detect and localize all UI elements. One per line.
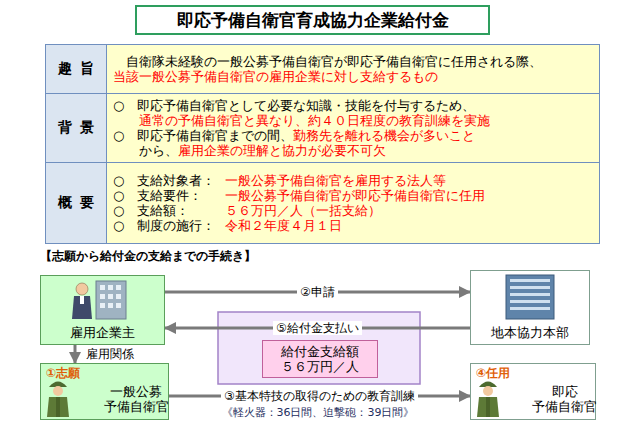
node-label: 一般公募 予備自衛官 xyxy=(104,384,169,414)
text-line: 通常の予備自衛官と異なり、約４０日程度の教育訓練を実施 xyxy=(113,113,593,128)
highlight-text: ５６万円／人（一括支給） xyxy=(225,203,381,218)
body-text: ○ 即応予備自衛官として必要な知識・技能を付与するため、 xyxy=(113,98,475,113)
body-text: ○ 支給要件： xyxy=(113,188,225,203)
node-label: 地本協力本部 xyxy=(491,325,569,340)
soldier-icon xyxy=(477,382,499,418)
edge-label: ③基本特技の取得のための教育訓練 xyxy=(221,389,418,403)
section-heading: 【志願から給付金の支給までの手続き】 xyxy=(40,248,256,265)
body-text: ○ 制度の施行： xyxy=(113,218,225,233)
person-box: ④任用即応 予備自衛官 xyxy=(470,363,596,420)
edge-label: ⑤給付金支払い xyxy=(273,321,362,335)
person-box: ①志願一般公募 予備自衛官 xyxy=(40,363,169,420)
highlight-text: 一般公募予備自衛官が即応予備自衛官に任用 xyxy=(225,188,485,203)
text-line: 自衛隊未経験の一般公募予備自衛官が即応予備自衛官に任用される際、 xyxy=(113,54,593,69)
row-content-cell: 自衛隊未経験の一般公募予備自衛官が即応予備自衛官に任用される際、当該一般公募予備… xyxy=(106,44,600,94)
note-text: 《軽火器：36日間、迫撃砲：39日間》 xyxy=(160,406,476,419)
row-heading: 背景 xyxy=(49,119,102,137)
text-line: ○ 支給要件：一般公募予備自衛官が即応予備自衛官に任用 xyxy=(113,188,593,203)
title-box: 即応予備自衛官育成協力企業給付金 xyxy=(135,5,490,35)
step-label: ④任用 xyxy=(476,366,510,380)
flow-arrow xyxy=(74,345,77,363)
highlight-text: 勤務先を離れる機会が多いこと xyxy=(293,128,475,143)
row-heading-cell: 趣旨 xyxy=(45,44,107,94)
text-line: ○ 即応予備自衛官として必要な知識・技能を付与するため、 xyxy=(113,98,593,113)
highlight-text: 雇用企業の理解と協力が必要不可欠 xyxy=(178,143,386,158)
text-line: ○ 制度の施行：令和２年度４月１日 xyxy=(113,218,593,233)
title-text: 即応予備自衛官育成協力企業給付金 xyxy=(177,10,449,30)
body-text: ○ 支給額： xyxy=(113,203,225,218)
payment-frame xyxy=(218,312,420,384)
edge-label: 雇用関係 xyxy=(83,347,137,361)
highlight-text: 当該一般公募予備自衛官の雇用企業に対し支給するもの xyxy=(113,69,438,84)
row-content-cell: ○ 支給対象者：一般公募予備自衛官を雇用する法人等○ 支給要件：一般公募予備自衛… xyxy=(106,162,600,244)
amount-box: 給付金支給額 ５６万円／人 xyxy=(262,340,378,378)
text-line: ○ 即応予備自衛官までの間、勤務先を離れる機会が多いこと xyxy=(113,128,593,143)
soldier-icon xyxy=(47,382,69,418)
body-text: から、 xyxy=(139,143,178,158)
node-label: 雇用企業主 xyxy=(70,325,135,340)
body-text: 自衛隊未経験の一般公募予備自衛官が即応予備自衛官に任用される際、 xyxy=(126,54,542,69)
office-building-icon xyxy=(506,275,554,319)
edge-label: ②申請 xyxy=(297,285,338,299)
text-line: ○ 支給対象者：一般公募予備自衛官を雇用する法人等 xyxy=(113,173,593,188)
row-heading: 趣旨 xyxy=(49,60,102,78)
amount-label: 給付金支給額 ５６万円／人 xyxy=(281,344,359,374)
text-line: ○ 支給額：５６万円／人（一括支給） xyxy=(113,203,593,218)
organization-box: 地本協力本部 xyxy=(470,270,590,345)
row-heading-cell: 背景 xyxy=(45,93,107,163)
highlight-text: 一般公募予備自衛官を雇用する法人等 xyxy=(225,173,446,188)
company-icon xyxy=(72,281,126,319)
body-text: ○ 支給対象者： xyxy=(113,173,225,188)
row-heading-cell: 概要 xyxy=(45,162,107,244)
row-heading: 概要 xyxy=(49,194,102,212)
text-line: 当該一般公募予備自衛官の雇用企業に対し支給するもの xyxy=(113,69,593,84)
row-content-cell: ○ 即応予備自衛官として必要な知識・技能を付与するため、通常の予備自衛官と異なり… xyxy=(106,93,600,163)
organization-box: 雇用企業主 xyxy=(40,275,165,345)
body-text: ○ 即応予備自衛官までの間、 xyxy=(113,128,293,143)
text-line: から、雇用企業の理解と協力が必要不可欠 xyxy=(113,143,593,158)
highlight-text: 通常の予備自衛官と異なり、約４０日程度の教育訓練を実施 xyxy=(139,113,490,128)
node-label: 即応 予備自衛官 xyxy=(532,384,597,414)
step-label: ①志願 xyxy=(46,366,80,380)
highlight-text: 令和２年度４月１日 xyxy=(225,218,342,233)
